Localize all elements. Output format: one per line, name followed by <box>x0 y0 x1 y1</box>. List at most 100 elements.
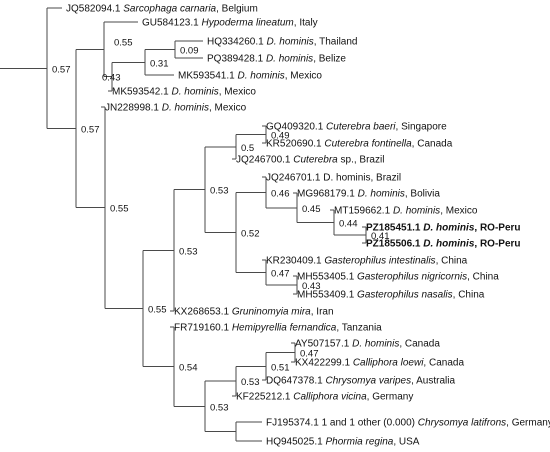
accession-number: DQ647378.1 <box>266 376 326 387</box>
tree-branches <box>0 7 367 442</box>
accession-number: MK593542.1 <box>112 87 172 98</box>
leaf-label: HQ945025.1 Phormia regina, USA <box>266 437 420 448</box>
support-value: 0.45 <box>302 204 321 215</box>
species-name: Calliphora loewi <box>353 358 424 369</box>
leaf-label: MT159662.1 D. hominis, Mexico <box>334 206 478 217</box>
locality: , Italy <box>294 18 318 29</box>
locality: D. hominis, Brazil <box>323 173 401 184</box>
support-value: 0.46 <box>271 188 290 199</box>
leaf-label: PQ389428.1 D. hominis, Belize <box>207 54 346 65</box>
support-value: 0.55 <box>148 304 167 315</box>
leaf-label: GU584123.1 Hypoderma lineatum, Italy <box>142 18 318 29</box>
accession-number: JN228998.1 <box>105 103 162 114</box>
locality: , Belgium <box>216 4 258 15</box>
accession-number: PQ389428.1 <box>207 54 266 65</box>
locality: , Australia <box>411 376 455 387</box>
leaf-label: MH553409.1 Gasterophilus nasalis, China <box>297 290 485 301</box>
locality: , Iran <box>311 307 334 318</box>
support-value: 0.44 <box>339 219 358 230</box>
support-value: 0.41 <box>371 231 390 242</box>
support-value: 0.43 <box>302 281 321 292</box>
support-value: 0.53 <box>210 186 229 197</box>
leaf-label: FJ195374.1 1 and 1 other (0.000) Chrysom… <box>266 418 550 429</box>
locality: , Singapore <box>396 122 448 133</box>
accession-number: MG968179.1 <box>297 189 358 200</box>
species-name: Cuterebra fontinella <box>324 139 412 150</box>
support-value: 0.47 <box>271 269 290 280</box>
species-name: D. hominis <box>352 339 399 350</box>
locality: , Belize <box>313 54 346 65</box>
support-value: 0.43 <box>102 73 121 84</box>
support-value: 0.57 <box>81 125 100 136</box>
accession-number: MH553409.1 <box>297 290 357 301</box>
leaf-label: MK593541.1 D. hominis, Mexico <box>178 71 322 82</box>
leaf-label: FR719160.1 Hemipyrellia fernandica, Tanz… <box>174 323 382 334</box>
locality: , Canada <box>423 358 464 369</box>
accession-number: JQ582094.1 <box>66 4 123 15</box>
support-value: 0.51 <box>271 362 290 373</box>
accession-number: KR230409.1 <box>266 256 324 267</box>
species-name: Gasterophilus intestinalis <box>324 256 435 267</box>
leaf-labels: JQ582094.1 Sarcophaga carnaria, BelgiumG… <box>66 4 550 448</box>
accession-number: KX268653.1 <box>174 307 232 318</box>
locality: , China <box>436 256 468 267</box>
leaf-label: JN228998.1 D. hominis, Mexico <box>105 103 247 114</box>
species-name: Gasterophilus nigricornis <box>357 272 467 283</box>
locality: , Canada <box>399 339 440 350</box>
accession-number: JQ246701.1 <box>266 173 323 184</box>
species-name: Chrysomya varipes <box>326 376 412 387</box>
locality: , Mexico <box>285 71 323 82</box>
leaf-label: MG968179.1 D. hominis, Bolivia <box>297 189 440 200</box>
accession-number: KF225212.1 <box>236 392 293 403</box>
leaf-label: MH553405.1 Gasterophilus nigricornis, Ch… <box>297 272 499 283</box>
locality: , Tanzania <box>336 323 382 334</box>
locality: , Mexico <box>209 103 247 114</box>
locality: , Mexico <box>219 87 257 98</box>
support-value: 0.54 <box>179 363 198 374</box>
species-name: Hypoderma lineatum <box>202 18 294 29</box>
support-value: 0.5 <box>241 143 254 154</box>
species-name: D. hominis <box>172 87 219 98</box>
locality: , RO-Peru <box>474 223 520 234</box>
locality: , Canada <box>412 139 453 150</box>
support-value: 0.55 <box>110 204 129 215</box>
leaf-label: KR230409.1 Gasterophilus intestinalis, C… <box>266 256 468 267</box>
accession-number: GU584123.1 <box>142 18 202 29</box>
species-name: D. hominis <box>423 223 475 234</box>
species-name: Cuterebra <box>293 155 338 166</box>
support-value: 0.53 <box>210 402 229 413</box>
support-value: 0.31 <box>150 58 169 69</box>
locality: , USA <box>393 437 419 448</box>
accession-number: MK593541.1 <box>178 71 238 82</box>
support-value: 0.57 <box>52 64 71 75</box>
accession-number: HQ334260.1 <box>207 37 267 48</box>
leaf-label: DQ647378.1 Chrysomya varipes, Australia <box>266 376 455 387</box>
leaf-label: JQ246700.1 Cuterebra sp., Brazil <box>236 155 384 166</box>
locality: , Thailand <box>314 37 358 48</box>
species-name: D. hominis <box>266 54 313 65</box>
leaf-label: KX422299.1 Calliphora loewi, Canada <box>295 358 464 369</box>
locality: , Bolivia <box>405 189 440 200</box>
leaf-label: JQ582094.1 Sarcophaga carnaria, Belgium <box>66 4 258 15</box>
accession-number: KR520690.1 <box>266 139 324 150</box>
species-name: D. hominis <box>238 71 285 82</box>
accession-number: MH553405.1 <box>297 272 357 283</box>
species-name: Chrysomya latifrons <box>418 418 506 429</box>
locality: , Mexico <box>440 206 478 217</box>
leaf-label: HQ334260.1 D. hominis, Thailand <box>207 37 358 48</box>
support-value: 0.52 <box>241 228 260 239</box>
locality: , Germany <box>506 418 550 429</box>
species-name: D. hominis <box>358 189 405 200</box>
support-value: 0.53 <box>179 246 198 257</box>
species-name: Gruninomyia mira <box>232 307 311 318</box>
leaf-label: MK593542.1 D. hominis, Mexico <box>112 87 256 98</box>
species-name: D. hominis <box>423 239 475 250</box>
accession-number: PZ185506.1 <box>366 239 423 250</box>
accession-number: FR719160.1 <box>174 323 232 334</box>
accession-number: AY507157.1 <box>295 339 352 350</box>
support-value: 0.55 <box>114 37 133 48</box>
locality: sp., Brazil <box>338 155 385 166</box>
accession-number: HQ945025.1 <box>266 437 326 448</box>
accession-number: FJ195374.1 1 and 1 other (0.000) <box>266 418 418 429</box>
